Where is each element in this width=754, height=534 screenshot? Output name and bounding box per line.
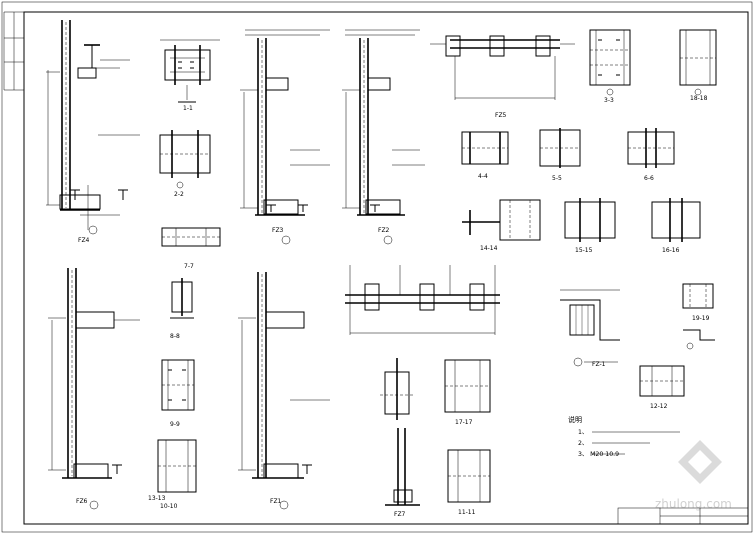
bolt-markers [168, 39, 620, 401]
note-line-2: 2、 [578, 440, 588, 447]
label-fz2: FZ2 [378, 227, 390, 234]
notes-title: 说明 [568, 415, 582, 424]
beam-detail-fz1-center [345, 265, 500, 335]
column-elevation-fz2 [342, 29, 425, 245]
section-fz-detail [380, 358, 414, 420]
label-fz1: FZ1 [270, 498, 282, 505]
section-9-9 [161, 359, 195, 411]
label-section-7-7: 7-7 [184, 263, 194, 270]
column-elevation-fz1 [238, 272, 330, 510]
beam-detail-fz5 [430, 35, 575, 100]
watermark-text: zhulong.com [655, 497, 732, 511]
note-line-3: 3、 M20 10.9 [578, 451, 619, 458]
label-section-2-2: 2-2 [174, 191, 184, 198]
watermark-logo: zhulong.com [655, 440, 732, 511]
label-fz7: FZ7 [394, 511, 406, 518]
section-2-2 [159, 130, 211, 189]
label-fz4: FZ4 [78, 237, 90, 244]
label-section-13-13: 13-13 [148, 495, 166, 502]
section-10-10 [157, 439, 197, 493]
label-section-10-10: 10-10 [160, 503, 178, 510]
column-elevation-fz3 [240, 29, 330, 245]
label-fz5: FZ5 [495, 112, 507, 119]
label-section-8-8: 8-8 [170, 333, 180, 340]
label-section-19-19: 19-19 [692, 315, 710, 322]
section-17-17 [444, 359, 491, 413]
label-section-5-5: 5-5 [552, 175, 562, 182]
label-section-14-14: 14-14 [480, 245, 498, 252]
label-section-6-6: 6-6 [644, 175, 654, 182]
column-elevation-fz7 [385, 428, 420, 506]
label-section-3-3: 3-3 [604, 97, 614, 104]
section-14-14 [462, 199, 541, 241]
section-19-19 [682, 283, 715, 350]
label-fz6: FZ6 [76, 498, 88, 505]
label-section-16-16: 16-16 [662, 247, 680, 254]
label-section-17-17: 17-17 [455, 419, 473, 426]
section-6-6 [627, 128, 675, 168]
label-section-12-12: 12-12 [650, 403, 668, 410]
notes-block: 说明 1、 2、 3、 M20 10.9 [568, 415, 680, 458]
section-1-1 [160, 39, 220, 103]
section-16-16 [651, 198, 701, 242]
column-elevation-fz6 [48, 268, 140, 510]
label-section-11-11: 11-11 [458, 509, 476, 516]
section-11-11 [447, 449, 491, 503]
section-18-18 [679, 29, 717, 96]
note-line-1: 1、 [578, 429, 588, 436]
label-section-18-18: 18-18 [690, 95, 708, 102]
section-4-4 [461, 131, 509, 165]
section-15-15 [564, 198, 616, 242]
section-12-12 [639, 365, 685, 397]
column-elevation-fz4 [46, 20, 140, 235]
label-section-9-9: 9-9 [170, 421, 180, 428]
node-detail-fz-1 [560, 289, 620, 367]
section-7-7 [161, 227, 221, 247]
label-section-1-1: 1-1 [183, 105, 193, 112]
section-3-3 [589, 29, 631, 96]
title-block [617, 507, 749, 525]
section-5-5 [539, 128, 581, 168]
label-fz-1: FZ-1 [592, 361, 606, 368]
label-section-4-4: 4-4 [478, 173, 488, 180]
label-fz3: FZ3 [272, 227, 284, 234]
section-8-8 [170, 278, 194, 319]
label-section-15-15: 15-15 [575, 247, 593, 254]
